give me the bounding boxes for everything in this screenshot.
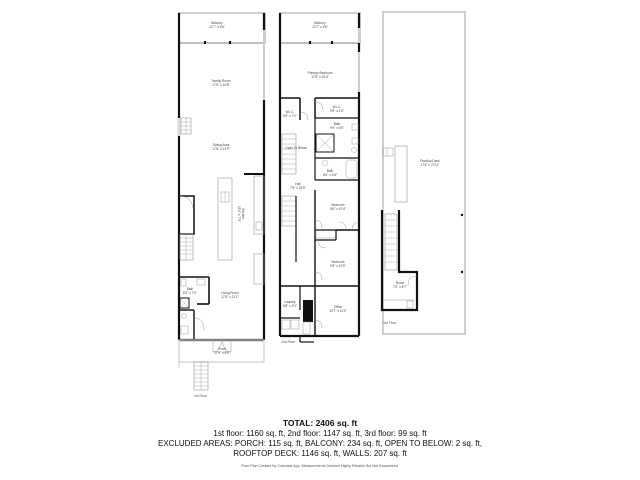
total-area: TOTAL: 2406 sq. ft — [282, 418, 358, 428]
floor-label-3rd: 3rd Floor — [383, 321, 397, 325]
third-floor-plan — [380, 11, 466, 335]
disclaimer-footnote: Floor Plan Created By Cubicasa App. Meas… — [241, 464, 399, 468]
first-floor-plan — [177, 12, 266, 391]
rooftop-walls: ROOFTOP DECK: 1146 sq. ft, WALLS: 207 sq… — [233, 449, 407, 458]
room-label-open-to-below: Open To Below — [285, 146, 307, 150]
room-label-wic-2: W.I.C.9'9" x 4'6" — [330, 105, 344, 113]
room-label-wic-1: W.I.C.5'0" x 7'0" — [283, 110, 297, 118]
floor-label-2nd: 2nd Floor — [281, 340, 296, 344]
floor-areas: 1st floor: 1160 sq. ft, 2nd floor: 1147 … — [213, 429, 427, 438]
excluded-areas: EXCLUDED AREAS: PORCH: 115 sq. ft, BALCO… — [158, 439, 482, 448]
floor-label-1st: 1st Floor — [194, 394, 208, 398]
second-floor-plan — [278, 12, 361, 343]
area-summary: TOTAL: 2406 sq. ft 1st floor: 1160 sq. f… — [0, 418, 640, 469]
floor-plan-drawing — [177, 11, 466, 391]
